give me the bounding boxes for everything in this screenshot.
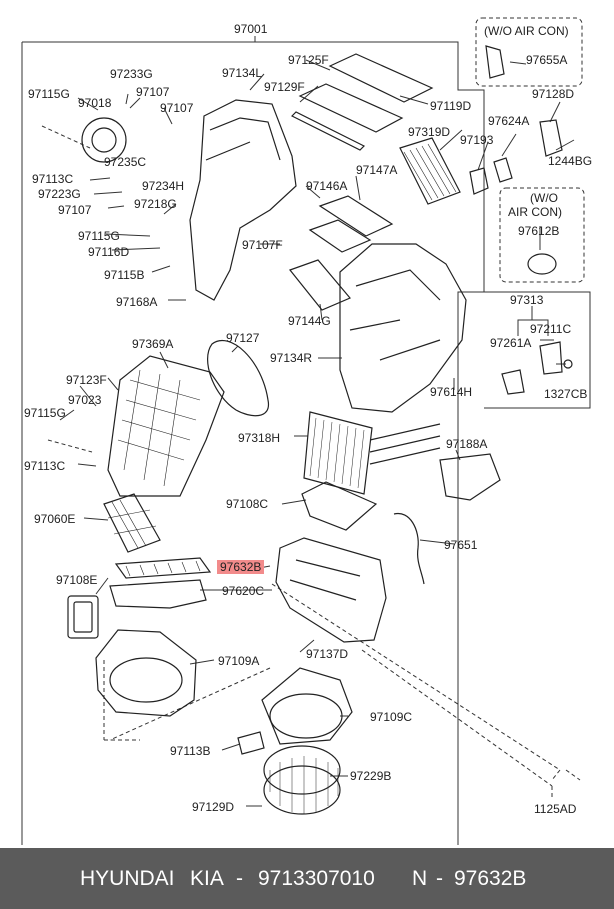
heater-core-97318H-shape [303, 411, 373, 495]
filter-97319D-shape [399, 137, 461, 205]
label-97129D: 97129D [192, 800, 235, 814]
label-97624A: 97624A [488, 114, 530, 128]
blower-97109A-shape [95, 629, 197, 717]
label-97115B: 97115B [104, 268, 145, 282]
case-97109C-shape [261, 667, 353, 745]
filter-97632B-shape [114, 557, 212, 579]
filter-97129F-shape [298, 83, 404, 133]
label-97168A: 97168A [116, 295, 158, 309]
label-97144G: 97144G [288, 314, 331, 328]
label-97115G: 97115G [28, 87, 70, 101]
label-97129F: 97129F [264, 80, 305, 94]
label-97223G: 97223G [38, 187, 81, 201]
seal-97108E-shape [67, 595, 99, 639]
housing-97134L-shape [189, 99, 297, 301]
label-97146A: 97146A [306, 179, 348, 193]
gasket-97655A-shape [485, 45, 505, 79]
label-97107: 97107 [58, 203, 92, 217]
footer-n: N [412, 867, 428, 890]
part-number-footer: HYUNDAI KIA - 9713307010 N - 97632B [0, 848, 614, 909]
label-97211C: 97211C [530, 322, 572, 336]
label-97001: 97001 [234, 22, 268, 36]
label-wo-aircon: (W/O AIR CON) [484, 24, 569, 38]
label-97218G: 97218G [134, 197, 177, 211]
label-97147A: 97147A [356, 163, 398, 177]
footer-brand-kia: KIA [190, 867, 224, 890]
label-97109C: 97109C [370, 710, 413, 724]
label-97123F: 97123F [66, 373, 107, 387]
fan-97229B-shape [263, 745, 341, 795]
label-1327CB: 1327CB [544, 387, 588, 401]
footer-oem-number: 9713307010 [258, 867, 375, 890]
label-97113C: 97113C [32, 172, 74, 186]
label-97261A: 97261A [490, 336, 532, 350]
label-97137D: 97137D [306, 647, 349, 661]
label-97116D: 97116D [88, 245, 130, 259]
label-97655A: 97655A [526, 53, 568, 67]
label-97107F: 97107F [242, 238, 283, 252]
label-97612B: 97612B [518, 224, 560, 238]
label-97127: 97127 [226, 331, 260, 345]
label-97107: 97107 [136, 85, 170, 99]
label-97188A: 97188A [446, 437, 488, 451]
label-97109A: 97109A [218, 654, 260, 668]
label-97115G: 97115G [24, 406, 66, 420]
seal-97127-shape [207, 339, 269, 417]
footer-part-number: 97632B [454, 867, 527, 890]
label-97128D: 97128D [532, 87, 575, 101]
label-97119D: 97119D [430, 99, 472, 113]
label-97620C: 97620C [222, 584, 265, 598]
footer-separator: - [436, 867, 443, 890]
parts-diagram: 97001 97233G 97115G 97018 97107 97107 97… [21, 17, 593, 845]
label-97193: 97193 [460, 133, 494, 147]
label-97614H: 97614H [430, 385, 473, 399]
label-97318H: 97318H [238, 431, 281, 445]
filter-97060E-shape [103, 493, 161, 553]
label-wo-aircon-line2: AIR CON) [508, 205, 562, 219]
label-97125F: 97125F [288, 53, 329, 67]
label-97018: 97018 [78, 96, 112, 110]
label-97369A: 97369A [132, 337, 174, 351]
label-97235C: 97235C [104, 155, 147, 169]
diagram-lines [21, 17, 591, 845]
label-97113C: 97113C [24, 459, 66, 473]
housing-97134R-shape [339, 243, 467, 413]
label-97313: 97313 [510, 293, 544, 307]
footer-separator: - [236, 867, 243, 890]
footer-brand-hyundai: HYUNDAI [80, 867, 175, 890]
label-97060E: 97060E [34, 512, 76, 526]
label-1244BG: 1244BG [548, 154, 593, 168]
highlight-97632B: 97632B [217, 560, 265, 574]
label-97108C: 97108C [226, 497, 269, 511]
label-wo-aircon-line1: (W/O [530, 191, 558, 205]
case-97137D-shape [275, 537, 387, 643]
label-97651: 97651 [444, 538, 478, 552]
filter-97125F-shape [328, 53, 434, 103]
label-1125AD: 1125AD [534, 802, 577, 816]
label-97107: 97107 [160, 101, 194, 115]
motor-97018-shape [81, 117, 127, 163]
label-97113B: 97113B [170, 744, 211, 758]
label-97319D: 97319D [408, 125, 451, 139]
assembly-frame [22, 41, 485, 845]
label-97134L: 97134L [222, 66, 263, 80]
label-97234H: 97234H [142, 179, 185, 193]
label-97023: 97023 [68, 393, 102, 407]
wo-aircon-box-2 [499, 187, 585, 283]
label-97134R: 97134R [270, 351, 313, 365]
label-97108E: 97108E [56, 573, 98, 587]
label-97632B-highlighted: 97632B [217, 560, 265, 574]
case-97369A-shape [107, 355, 225, 497]
label-97115G: 97115G [78, 229, 120, 243]
label-97229B: 97229B [350, 769, 392, 783]
label-97233G: 97233G [110, 67, 153, 81]
